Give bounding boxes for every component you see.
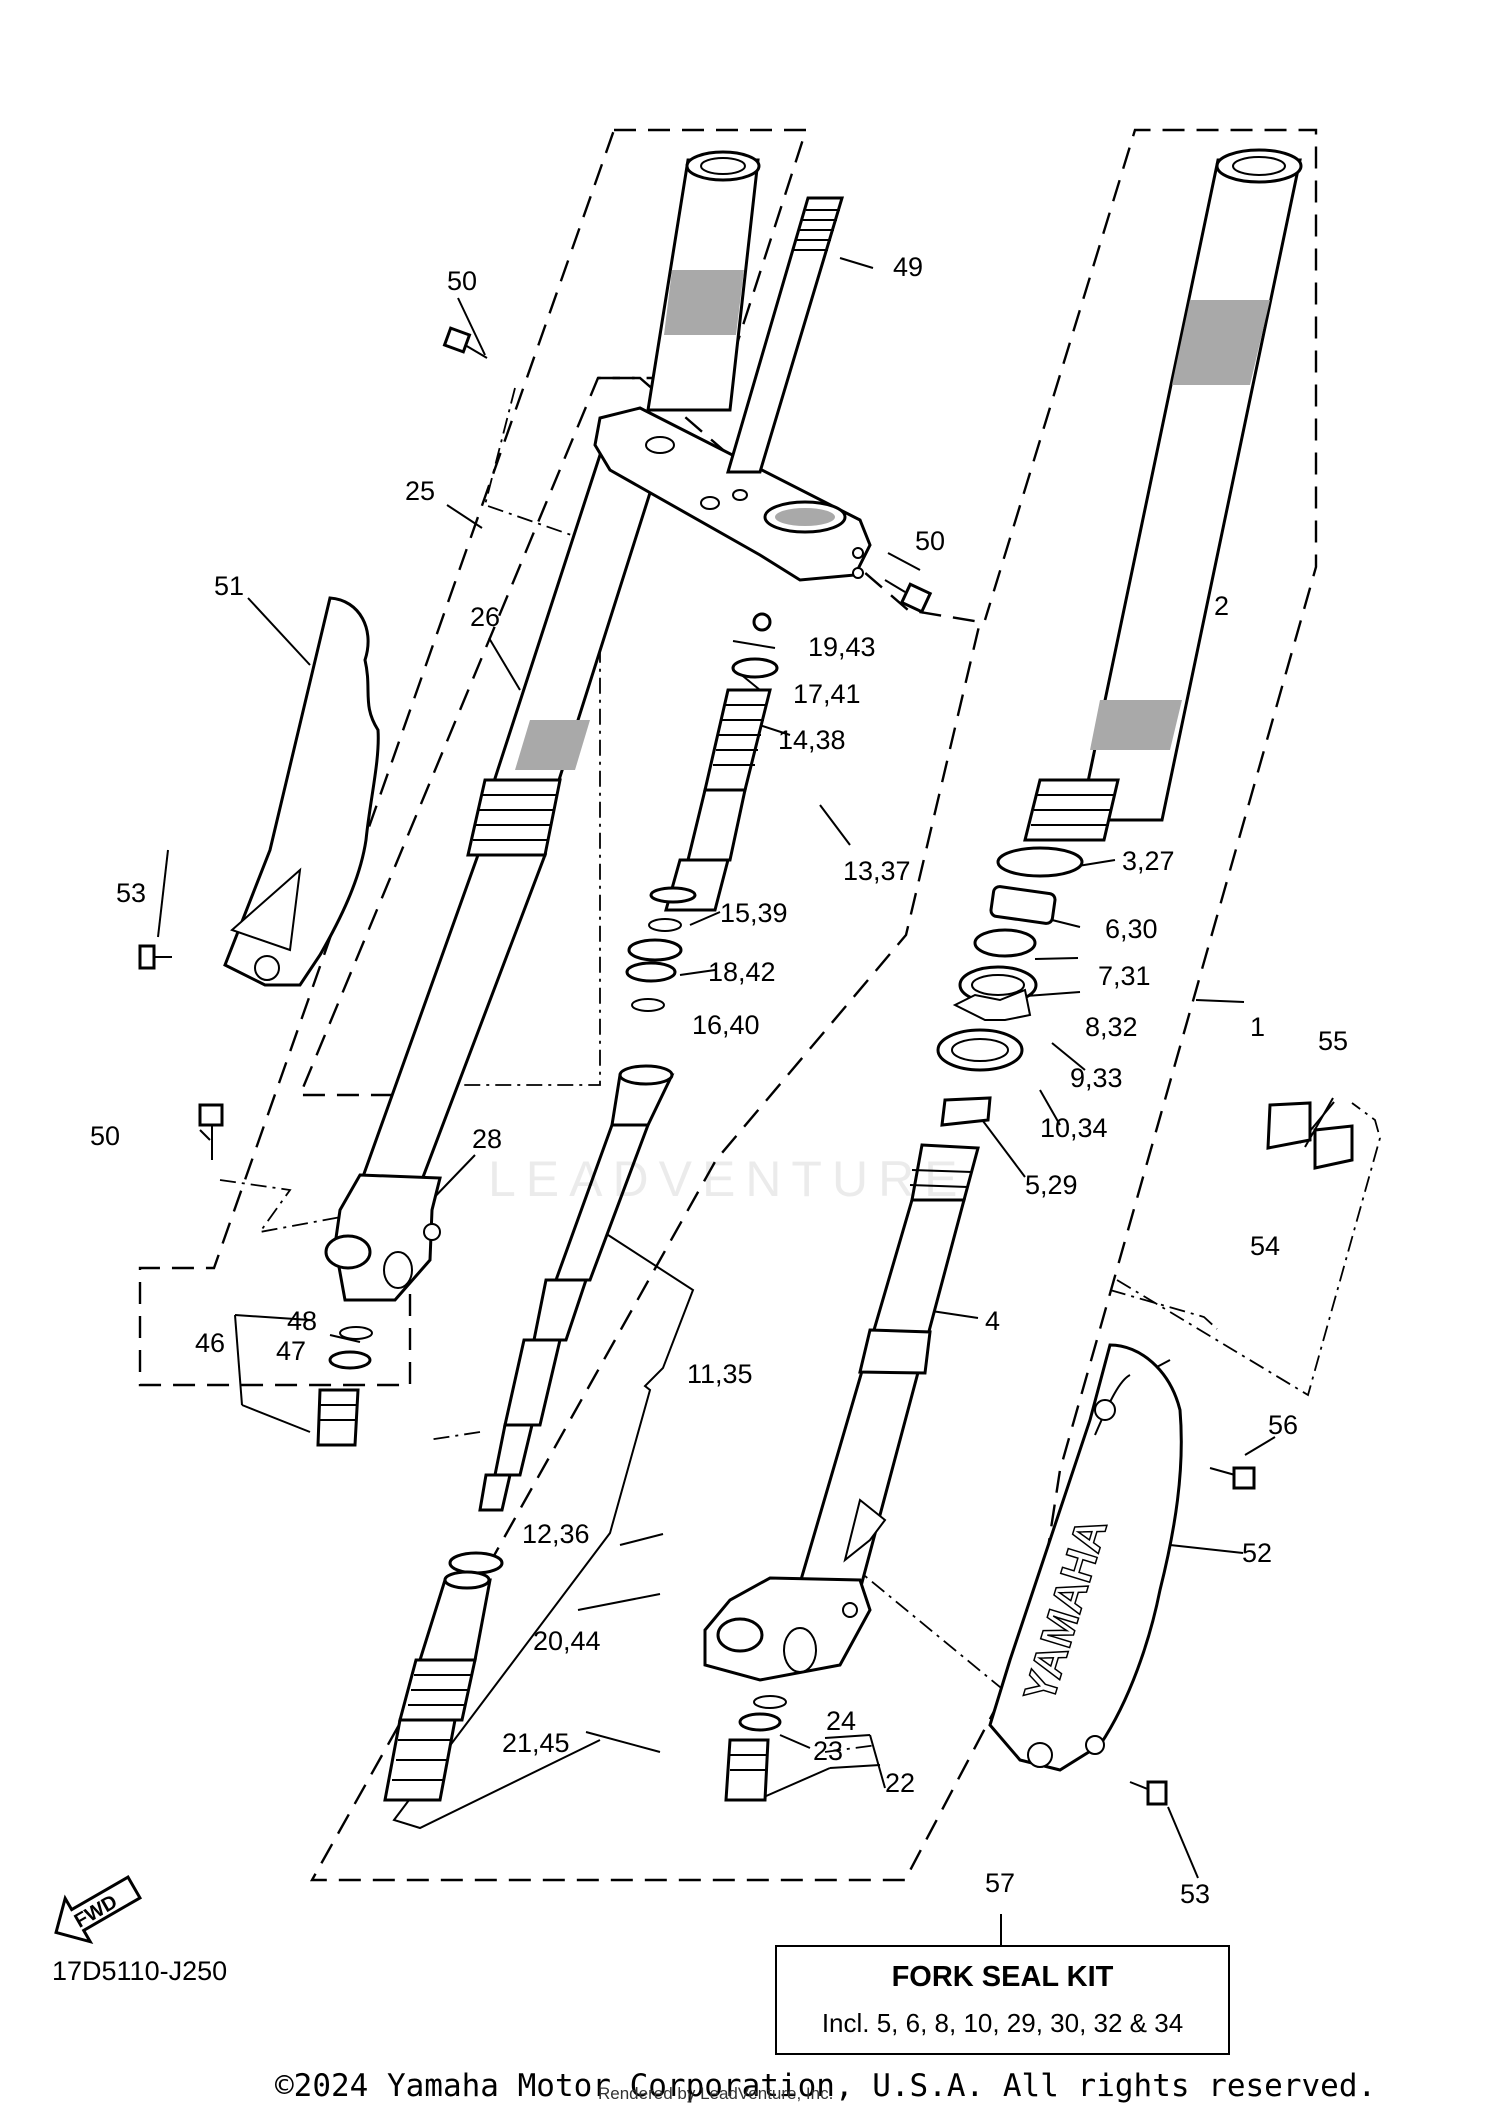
bolt-53-right [1129, 1780, 1168, 1806]
fork-seal-kit-box: FORK SEAL KIT Incl. 5, 6, 8, 10, 29, 30,… [775, 1945, 1230, 2055]
diagram-code: 17D5110-J250 [52, 1956, 228, 1986]
callout-51: 51 [214, 571, 244, 601]
fork-guard-right: YAMAHA [988, 1343, 1183, 1772]
callout-28: 28 [472, 1124, 502, 1154]
callout-53-left: 53 [116, 878, 146, 908]
callout-labels: 50 49 25 50 51 26 19,43 17,41 14,38 2 13… [90, 252, 1348, 1909]
damper-cartridge [383, 612, 779, 1802]
callout-19-43: 19,43 [808, 632, 876, 662]
callout-8-32: 8,32 [1085, 1012, 1138, 1042]
callout-10-34: 10,34 [1040, 1113, 1108, 1143]
kit-title: FORK SEAL KIT [891, 1961, 1114, 1993]
upper-triple-clamp [593, 406, 872, 582]
callout-7-31: 7,31 [1098, 961, 1151, 991]
callout-53-right: 53 [1180, 1879, 1210, 1909]
callout-12-36: 12,36 [522, 1519, 590, 1549]
callout-23: 23 [813, 1736, 843, 1766]
drain-bolt-right [724, 1695, 787, 1802]
callout-16-40: 16,40 [692, 1010, 760, 1040]
callout-25: 25 [405, 476, 435, 506]
left-outer-tube [324, 150, 761, 1302]
fwd-arrow-icon: FWD [54, 1875, 143, 1945]
callout-50-mid: 50 [915, 526, 945, 556]
callout-56: 56 [1268, 1410, 1298, 1440]
seal-stack [936, 846, 1084, 1127]
callout-14-38: 14,38 [778, 725, 846, 755]
callout-47: 47 [276, 1336, 306, 1366]
bolt-53-left [138, 944, 172, 970]
callout-21-45: 21,45 [502, 1728, 570, 1758]
callout-6-30: 6,30 [1105, 914, 1158, 944]
callout-13-37: 13,37 [843, 856, 911, 886]
callout-22: 22 [885, 1768, 915, 1798]
callout-1: 1 [1250, 1012, 1265, 1042]
right-outer-tube [1023, 148, 1303, 842]
watermark-text: LEADVENTURE [488, 1151, 968, 1207]
bolt-50-left [198, 1103, 224, 1160]
bolt-56 [1209, 1466, 1256, 1490]
callout-11-35: 11,35 [687, 1359, 753, 1389]
callout-54: 54 [1250, 1231, 1280, 1261]
callout-24: 24 [826, 1706, 856, 1736]
callout-50-left: 50 [90, 1121, 120, 1151]
callout-3-27: 3,27 [1122, 846, 1175, 876]
rendered-by-text: Rendered by LeadVenture, Inc. [598, 2084, 834, 2103]
bolt-50-mid [884, 579, 933, 614]
callout-20-44: 20,44 [533, 1626, 601, 1656]
callout-55: 55 [1318, 1026, 1348, 1056]
fork-guard-left [223, 596, 380, 987]
callout-2: 2 [1214, 591, 1229, 621]
bracket-54 [1313, 1124, 1354, 1170]
callout-49: 49 [893, 252, 923, 282]
callout-57: 57 [985, 1868, 1015, 1898]
callout-52: 52 [1242, 1538, 1272, 1568]
bolt-50-top [442, 326, 488, 359]
callout-26: 26 [470, 602, 500, 632]
inner-tube [703, 1143, 980, 1682]
drain-bolt-left [316, 1326, 373, 1447]
callout-5-29: 5,29 [1025, 1170, 1078, 1200]
callout-15-39: 15,39 [720, 898, 788, 928]
steering-stem [725, 196, 845, 474]
inner-assembly-boundary [309, 128, 1318, 1882]
bracket-55 [1266, 1101, 1312, 1150]
copyright-text: ©2024 Yamaha Motor Corporation, U.S.A. A… [275, 2068, 1377, 2104]
callout-46: 46 [195, 1328, 225, 1358]
callout-9-33: 9,33 [1070, 1063, 1123, 1093]
kit-description: Incl. 5, 6, 8, 10, 29, 30, 32 & 34 [821, 2008, 1184, 2038]
callout-18-42: 18,42 [708, 957, 776, 987]
callout-50-top: 50 [447, 266, 477, 296]
callout-4: 4 [985, 1306, 1000, 1336]
callout-48: 48 [287, 1306, 317, 1336]
callout-17-41: 17,41 [793, 679, 861, 709]
